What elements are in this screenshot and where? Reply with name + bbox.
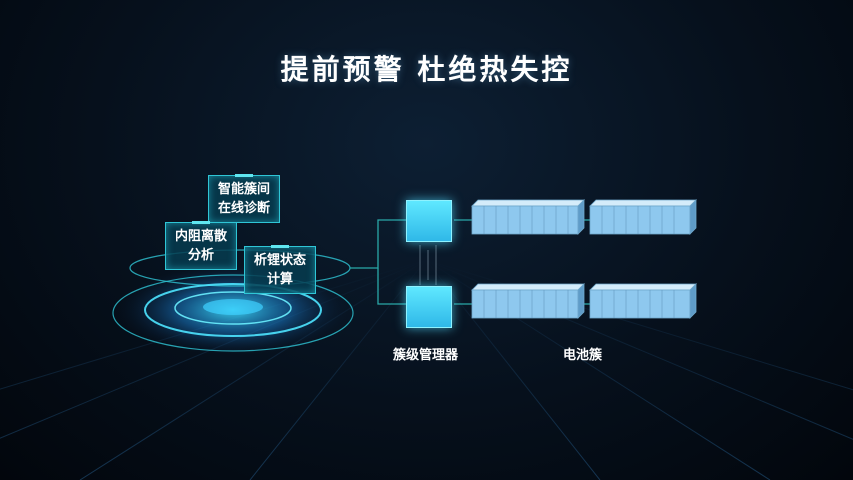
tag-resistance-analysis-line2: 分析 [187, 248, 214, 263]
battery-cluster-top-right [589, 199, 697, 235]
tag-online-diagnosis-line2: 在线诊断 [217, 201, 270, 216]
tag-lithium-plating: 析锂状态 计算 [244, 245, 316, 294]
cluster-manager-bottom [406, 286, 452, 328]
page-title: 提前预警 杜绝热失控 [280, 53, 573, 86]
battery-cluster-top-left [471, 199, 585, 235]
cluster-label: 电池簇 [563, 348, 603, 363]
tag-online-diagnosis: 智能簇间 在线诊断 [208, 174, 280, 223]
cluster-manager-top [406, 200, 452, 242]
tag-online-diagnosis-line1: 智能簇间 [217, 182, 270, 197]
tag-resistance-analysis: 内阻离散 分析 [165, 221, 237, 270]
manager-label: 簇级管理器 [393, 348, 459, 363]
tag-lithium-plating-line2: 计算 [266, 272, 293, 287]
battery-cluster-bottom-right [589, 283, 697, 319]
battery-cluster-bottom-left [471, 283, 585, 319]
tag-lithium-plating-line1: 析锂状态 [253, 253, 306, 268]
tag-resistance-analysis-line1: 内阻离散 [174, 229, 227, 244]
